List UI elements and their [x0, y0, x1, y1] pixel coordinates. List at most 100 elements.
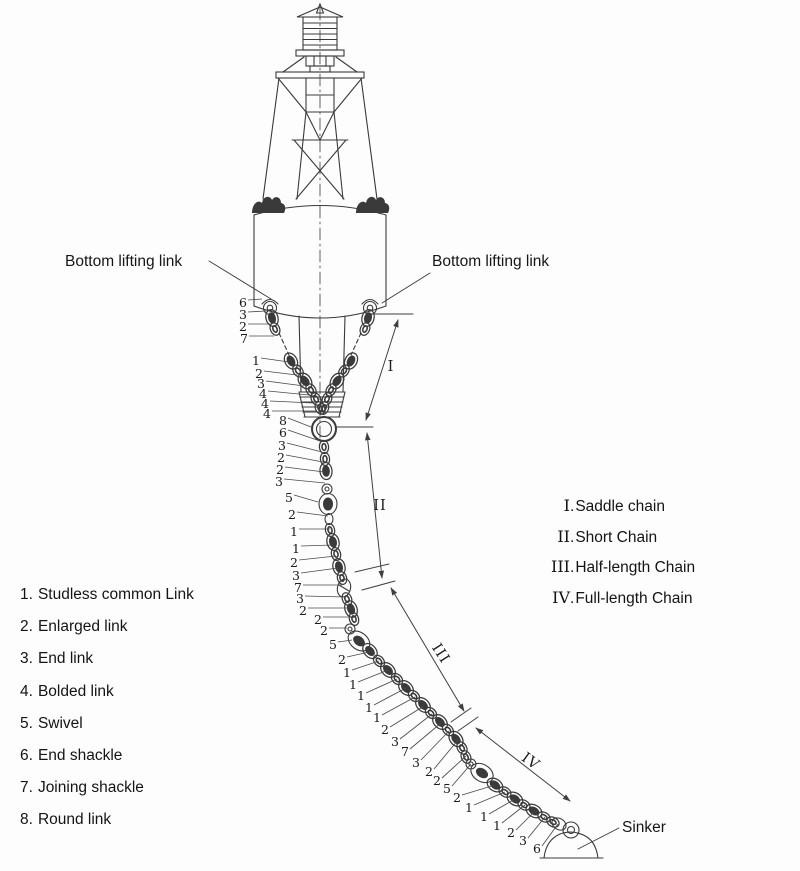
callout-leader	[488, 798, 516, 815]
chain-link	[329, 372, 345, 390]
top-cleat-left	[252, 196, 286, 213]
top-cleat-right	[356, 196, 390, 213]
callout-leader	[300, 567, 339, 574]
callout-leader	[501, 804, 526, 824]
legend-label: Enlarged link	[37, 618, 128, 636]
callout-leader	[247, 298, 263, 301]
legend-num: 4	[20, 682, 29, 700]
callout-number: 2	[320, 623, 328, 638]
legend-separator: .	[28, 682, 33, 700]
legend-num: 5	[20, 714, 29, 732]
callout-leader	[265, 380, 305, 387]
tower-truss	[262, 56, 378, 200]
section-marker: III	[428, 641, 452, 667]
callout-leader	[346, 651, 370, 658]
section-marker: II	[373, 498, 386, 514]
legend-num: 3	[20, 650, 29, 668]
callout-number: 2	[288, 507, 296, 522]
callout-number: 2	[453, 790, 461, 805]
chain-link	[390, 672, 404, 686]
callout-leader	[300, 544, 334, 547]
callout-leader	[337, 639, 353, 643]
legend-separator: .	[28, 746, 33, 764]
chain-legend-item: II.Short Chain	[545, 527, 695, 558]
legend-label: Bolded link	[37, 682, 114, 700]
legend-separator: .	[28, 650, 33, 668]
callout-leader	[357, 669, 389, 683]
callout-leader	[304, 595, 347, 598]
callout-number: 3	[391, 734, 399, 749]
parts-legend-item: 4.Bolded link	[20, 683, 194, 715]
callout-leader	[283, 478, 326, 484]
callout-number: 1	[357, 688, 365, 703]
callout-number: 4	[263, 406, 271, 421]
callout-leader	[389, 705, 425, 728]
chain-link	[372, 654, 386, 668]
callout-number: 4	[259, 386, 267, 401]
legend-label: End shackle	[37, 746, 123, 764]
callout-leader	[286, 442, 323, 453]
callout-leader	[296, 511, 329, 517]
callout-leader	[247, 310, 267, 313]
callout-leader	[267, 390, 310, 396]
parts-legend-item: 2.Enlarged link	[20, 618, 194, 650]
round-link-shape	[311, 416, 337, 442]
callout-number: 2	[338, 652, 346, 667]
callout-leader	[420, 730, 450, 761]
parts-legend-item: 6.End shackle	[20, 747, 194, 779]
callout-number: 2	[239, 319, 247, 334]
callout-leader	[433, 739, 459, 770]
callout-number: 1	[493, 818, 501, 833]
callout-number: 1	[349, 677, 357, 692]
legend-label: Studless common Link	[37, 586, 194, 603]
swivel-1-shape	[318, 483, 338, 526]
callout-number: 2	[299, 603, 307, 618]
callout-number: 1	[292, 541, 300, 556]
callout-number: 1	[465, 800, 473, 815]
callout-number: 2	[507, 825, 515, 840]
callout-number: 2	[290, 555, 298, 570]
callout-leader	[515, 810, 536, 831]
chain-link	[424, 706, 438, 720]
callout-number: 3	[412, 755, 420, 770]
callout-leader	[441, 755, 467, 779]
callout-leader	[287, 417, 312, 428]
callout-number: 5	[443, 781, 451, 796]
callout-number: 7	[294, 580, 302, 595]
legend-separator: .	[28, 811, 33, 829]
callout-number: 3	[278, 438, 286, 453]
callout-number: 3	[296, 591, 304, 606]
chain-link	[319, 461, 333, 481]
callout-number: 3	[257, 376, 265, 391]
parts-legend-item: 1.Studless common Link	[20, 586, 194, 618]
legend-label: Half-length Chain	[575, 559, 696, 576]
chain-link	[398, 680, 414, 696]
callout-number: 2	[277, 450, 285, 465]
chain-dash-left	[278, 332, 290, 356]
dimension-lines	[336, 313, 571, 802]
legend-label: Round link	[37, 811, 112, 829]
callout-leader	[269, 400, 314, 404]
chain-link	[344, 600, 358, 618]
legend-label: End link	[37, 650, 94, 668]
chain-link	[546, 816, 560, 828]
callout-number: 2	[425, 764, 433, 779]
callout-leader	[527, 816, 546, 839]
annotation-leaders	[208, 260, 620, 850]
callout-leader	[409, 722, 442, 750]
chain-link	[348, 612, 360, 626]
legend-num: 8	[20, 811, 29, 829]
sinker-shape	[539, 821, 604, 859]
parts-legend-item: 3.End link	[20, 650, 194, 682]
callout-leader	[298, 555, 337, 561]
callout-number: 6	[533, 841, 541, 856]
callout-number: 5	[329, 637, 337, 652]
callout-number: 2	[314, 612, 322, 627]
legend-label: Full-length Chain	[575, 589, 693, 607]
callout-number: 3	[239, 307, 247, 322]
callout-leader	[461, 784, 496, 796]
